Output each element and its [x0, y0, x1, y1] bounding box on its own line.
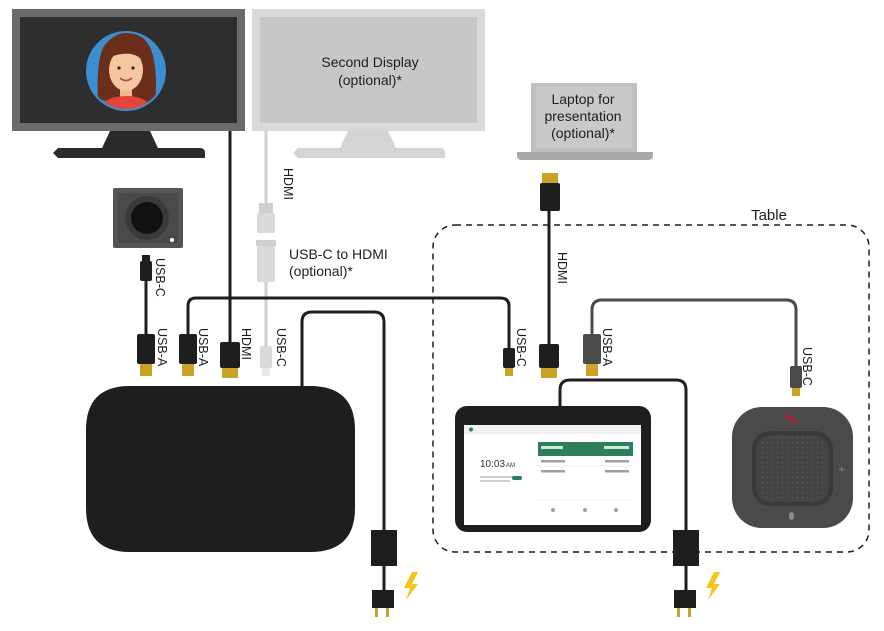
- power-bolt-icon: [706, 572, 720, 600]
- cable-touch-power: [558, 378, 688, 532]
- camera: [113, 188, 183, 248]
- usbc-plug-touch: [503, 348, 515, 376]
- touch-ampm: AM: [506, 463, 515, 469]
- usba-plug-speaker: [583, 334, 601, 376]
- touch-time: 10:03: [480, 459, 505, 470]
- hdmi-plug-touch: [539, 344, 559, 378]
- label-hdmi-compute: HDMI: [239, 328, 253, 360]
- label-usba-compute: USB-A: [196, 328, 210, 367]
- speaker-grille: [758, 437, 827, 500]
- hdmi-plug-second-display: [257, 203, 275, 233]
- adapter-label-1: USB-C to HDMI: [289, 246, 388, 262]
- usbc-hdmi-adapter: [256, 240, 276, 282]
- touch-controller: 10:03 AM: [455, 406, 651, 532]
- cable-labels: HDMI HDMI USB-C USB-A USB-A HDMI USB-C U…: [153, 168, 814, 386]
- label-usbc-camera: USB-C: [153, 258, 167, 297]
- label-hdmi-laptop: HDMI: [555, 252, 569, 284]
- laptop-label-1: Laptop for: [551, 91, 614, 107]
- laptop: Laptop for presentation (optional)*: [517, 83, 653, 160]
- label-usbc-speaker: USB-C: [800, 347, 814, 386]
- usba-plug-camera: [137, 334, 155, 376]
- cable-compute-to-touch: [186, 296, 511, 350]
- main-display: [12, 9, 245, 158]
- table-outline: [432, 224, 870, 553]
- cable-compute-power: [300, 310, 386, 532]
- second-display-label-2: (optional)*: [338, 72, 402, 88]
- power-adapter-compute: [371, 530, 397, 617]
- speaker-plus-icon: +: [838, 465, 846, 475]
- usba-plug-compute: [179, 334, 197, 376]
- cable-speaker-usb: [590, 298, 798, 370]
- laptop-label-2: presentation: [544, 108, 621, 124]
- cables: [144, 126, 798, 594]
- power-adapter-touch: [673, 530, 699, 617]
- hdmi-plug-compute: [220, 342, 240, 378]
- usbc-plug-compute: [260, 346, 272, 376]
- label-usbc-compute: USB-C: [274, 328, 288, 367]
- label-usbc-touch: USB-C: [514, 328, 528, 367]
- label-hdmi-second-display: HDMI: [281, 168, 295, 200]
- adapter-label-2: (optional)*: [289, 263, 353, 279]
- power-bolt-icon: [404, 572, 418, 600]
- compute-unit: [86, 386, 355, 552]
- usbc-plug-camera: [140, 255, 152, 281]
- person-avatar-icon: [86, 31, 166, 111]
- label-usba-camera: USB-A: [155, 328, 169, 367]
- usbc-plug-speaker: [790, 366, 802, 396]
- label-usba-speaker: USB-A: [600, 328, 614, 367]
- second-display-label-1: Second Display: [321, 54, 418, 70]
- second-display: Second Display (optional)*: [252, 9, 485, 158]
- table-label: Table: [751, 207, 787, 224]
- laptop-label-3: (optional)*: [551, 125, 615, 141]
- hdmi-plug-laptop: [540, 173, 560, 211]
